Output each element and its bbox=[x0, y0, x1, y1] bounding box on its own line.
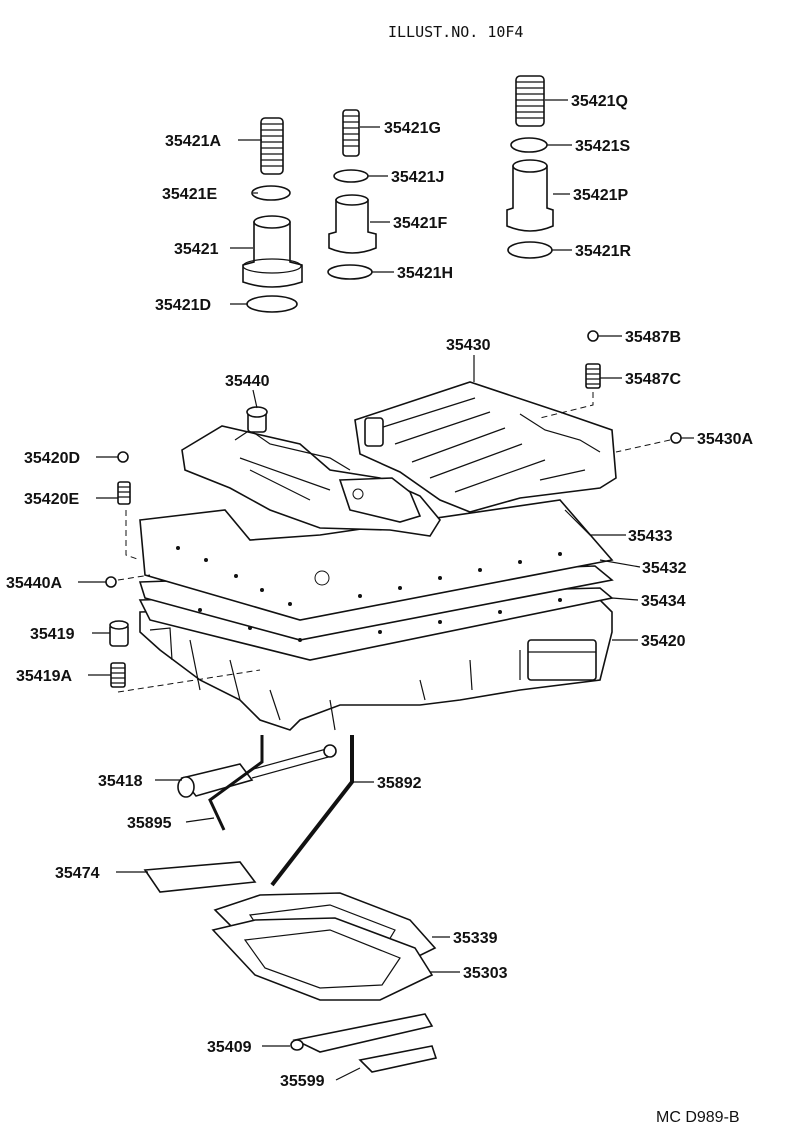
plate-35474 bbox=[143, 861, 257, 893]
label-35430A: 35430A bbox=[697, 431, 753, 448]
label-35418: 35418 bbox=[98, 773, 143, 790]
spring-35419A bbox=[110, 662, 126, 688]
solenoid-35418 bbox=[177, 744, 337, 798]
label-35440A: 35440A bbox=[6, 575, 62, 592]
label-35440: 35440 bbox=[225, 373, 270, 390]
label-35421S: 35421S bbox=[575, 138, 630, 155]
label-35303: 35303 bbox=[463, 965, 508, 982]
piston-35421 bbox=[242, 215, 303, 288]
align-35419A bbox=[117, 669, 261, 693]
label-35421A: 35421A bbox=[165, 133, 221, 150]
align-35430A bbox=[615, 439, 671, 453]
label-35419: 35419 bbox=[30, 626, 75, 643]
label-35421F: 35421F bbox=[393, 215, 447, 232]
ball-35420D bbox=[117, 451, 129, 463]
pipe-35892 bbox=[270, 735, 354, 887]
label-35421D: 35421D bbox=[155, 297, 211, 314]
label-35339: 35339 bbox=[453, 930, 498, 947]
plate-35409 bbox=[290, 1013, 434, 1053]
piston-35421P bbox=[506, 159, 554, 232]
spring-35420E bbox=[117, 481, 131, 505]
diagram-code: MC D989-B bbox=[656, 1109, 740, 1126]
illustration-number: ILLUST.NO. 10F4 bbox=[388, 23, 523, 41]
label-35430: 35430 bbox=[446, 337, 491, 354]
label-35433: 35433 bbox=[628, 528, 673, 545]
ball-35487B bbox=[587, 330, 599, 342]
label-35421E: 35421E bbox=[162, 186, 217, 203]
align-35487C bbox=[539, 392, 594, 419]
label-35895: 35895 bbox=[127, 815, 172, 832]
label-35421Q: 35421Q bbox=[571, 93, 628, 110]
plate-35599 bbox=[358, 1045, 438, 1073]
align-35420E bbox=[125, 510, 141, 561]
ball-35430A bbox=[670, 432, 682, 444]
oring-35421D bbox=[246, 295, 298, 313]
oring-35421H bbox=[327, 264, 373, 280]
strainer-35303 bbox=[211, 917, 434, 1001]
pipe-35895 bbox=[208, 735, 264, 831]
label-35434: 35434 bbox=[641, 593, 686, 610]
upper-valve-body-35440 bbox=[181, 406, 441, 537]
oring-35421S bbox=[510, 137, 548, 153]
label-35487B: 35487B bbox=[625, 329, 681, 346]
gasket-35433 bbox=[139, 499, 614, 621]
label-35421H: 35421H bbox=[397, 265, 453, 282]
plate-holes bbox=[176, 546, 562, 642]
piston-35421F bbox=[328, 194, 377, 254]
label-35432: 35432 bbox=[642, 560, 687, 577]
label-35421G: 35421G bbox=[384, 120, 441, 137]
label-35421P: 35421P bbox=[573, 187, 628, 204]
align-35440A bbox=[117, 574, 151, 581]
label-35420E: 35420E bbox=[24, 491, 79, 508]
spring-35421Q bbox=[515, 75, 545, 127]
label-35487C: 35487C bbox=[625, 371, 681, 388]
upper-valve-body-35430 bbox=[354, 381, 617, 513]
oring-35421R bbox=[507, 241, 553, 259]
label-35474: 35474 bbox=[55, 865, 100, 882]
plug-35419 bbox=[109, 620, 129, 647]
ball-35440A bbox=[105, 576, 117, 588]
label-35420D: 35420D bbox=[24, 450, 80, 467]
spring-35421A bbox=[260, 117, 284, 175]
oring-35421E bbox=[251, 185, 291, 201]
label-35409: 35409 bbox=[207, 1039, 252, 1056]
label-35421R: 35421R bbox=[575, 243, 631, 260]
oring-35421J bbox=[333, 169, 369, 183]
label-35421J: 35421J bbox=[391, 169, 444, 186]
label-35421: 35421 bbox=[174, 241, 219, 258]
label-35892: 35892 bbox=[377, 775, 422, 792]
leader-lines bbox=[78, 99, 694, 1081]
label-35420: 35420 bbox=[641, 633, 686, 650]
spring-35421G bbox=[342, 109, 360, 157]
label-35599: 35599 bbox=[280, 1073, 325, 1090]
spring-35487C bbox=[585, 363, 601, 389]
label-35419A: 35419A bbox=[16, 668, 72, 685]
